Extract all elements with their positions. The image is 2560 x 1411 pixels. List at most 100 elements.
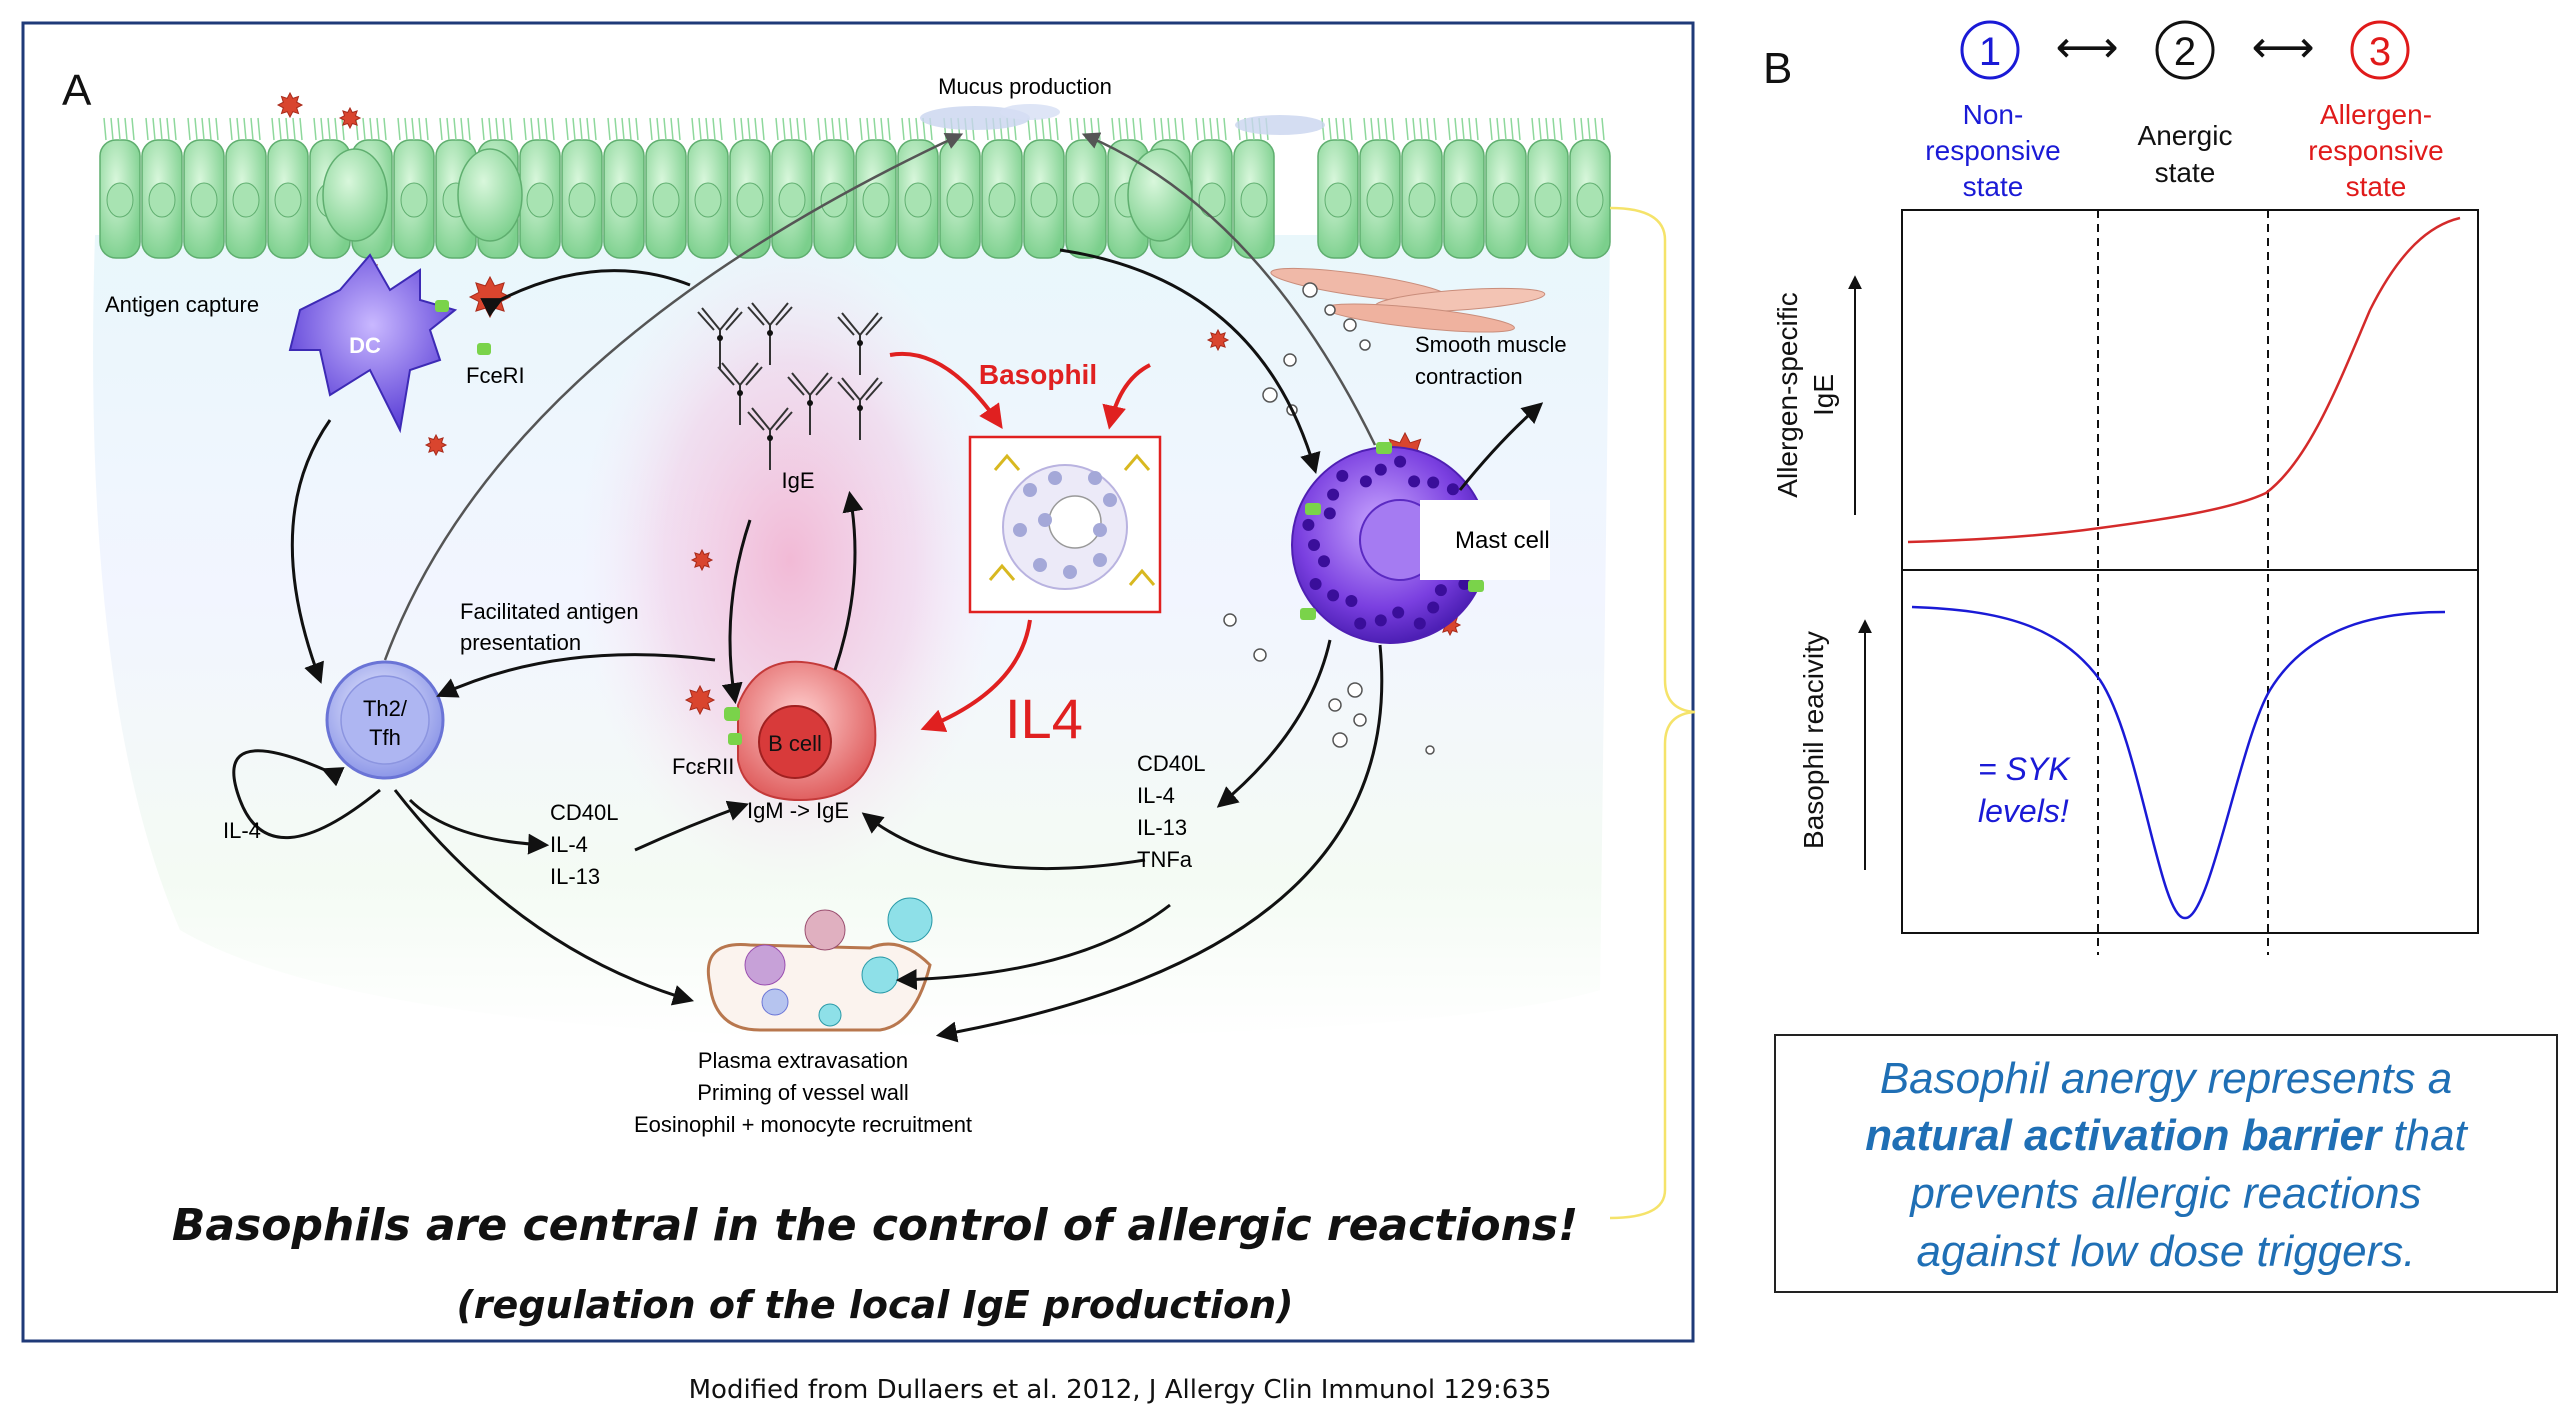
state-2: 2 Anergic state [2138, 20, 2233, 188]
label-dc: DC [349, 333, 381, 358]
blood-vessel [706, 897, 933, 1032]
label-antigen-capture: Antigen capture [105, 292, 259, 317]
label-right-tnfa: TNFa [1137, 847, 1193, 872]
panel-a-letter: A [62, 66, 92, 115]
arrow-ige-to-basophil [889, 351, 1003, 429]
arrow-dc-to-th2 [290, 419, 332, 684]
mast-label-bg [1420, 500, 1550, 580]
plot-frame [1901, 209, 2479, 934]
ylabel-top-2: IgE [1808, 374, 1839, 416]
label-facilitated-1: Facilitated antigen [460, 599, 639, 624]
conclusion-line-2: natural activation barrier that [1865, 1111, 2468, 1160]
conclusion-line-4: against low dose triggers. [1917, 1227, 2416, 1276]
subheadline: (regulation of the local IgE production) [456, 1283, 1293, 1327]
arrow-bcell-to-ige [833, 490, 864, 671]
label-ige: IgE [781, 468, 814, 493]
bracket [1609, 206, 1696, 1220]
label-plasma-3: Eosinophil + monocyte recruitment [634, 1112, 972, 1137]
smooth-muscle-cells [1270, 267, 1546, 333]
curve-allergen-ige [1907, 216, 2461, 544]
arrow-th2-to-vessel [393, 789, 695, 1006]
label-left-cd40l: CD40L [550, 800, 618, 825]
syk-note-1: = SYK [1978, 751, 2071, 787]
epithelium-layer [99, 117, 1611, 259]
arrow-cytokines-to-vessel [895, 903, 1171, 991]
panel-b-letter: B [1763, 44, 1792, 93]
arrow-th2-to-mucus [383, 133, 964, 661]
arrow-mast-to-mucus [1081, 132, 1377, 446]
arrow-basophil-il4 [920, 619, 1032, 733]
curve-basophil-reactivity [1911, 605, 2446, 920]
arrow-th2-to-cytokines [408, 798, 550, 855]
state-3-label-a: Allergen- [2320, 99, 2432, 130]
conclusion-line-1: Basophil anergy represents a [1880, 1054, 2452, 1103]
label-th2: Th2/ [363, 696, 408, 721]
state-2-number: 2 [2174, 30, 2196, 74]
conclusion-bold: natural activation barrier [1865, 1111, 2384, 1160]
label-il4-big: IL4 [1005, 687, 1083, 750]
th2-tfh-cell: Th2/ Tfh [325, 660, 445, 780]
arrow-ige-to-dc [480, 269, 691, 317]
label-basophil: Basophil [979, 359, 1097, 390]
arrow-mast-cytokines-to-bcell [861, 812, 1146, 871]
headline: Basophils are central in the control of … [172, 1200, 1578, 1251]
state-1-label-c: state [1963, 171, 2024, 202]
syk-note-2: levels! [1978, 793, 2069, 829]
dendritic-cell: DC [288, 253, 491, 434]
arrow-mast-to-cytokines [1216, 639, 1332, 808]
state-1-label-b: responsive [1925, 135, 2060, 166]
arrow-ige-to-mast [1059, 248, 1321, 475]
ylabel-bottom: Basophil reacivity [1798, 631, 1829, 849]
state-2-label-b: state [2155, 157, 2216, 188]
arrow-mast-to-vessel [935, 644, 1384, 1043]
state-1-number: 1 [1979, 30, 2001, 74]
ylabel-top-1: Allergen-specific [1772, 292, 1803, 497]
arrow-cytokines-to-bcell [634, 800, 749, 852]
arrow-il4-loop [232, 749, 381, 840]
conclusion-line-3: prevents allergic reactions [1908, 1169, 2421, 1218]
pathway-arrows [232, 132, 1544, 1043]
state-1: 1 Non- responsive state [1925, 20, 2061, 202]
label-left-il4: IL-4 [550, 832, 588, 857]
state-3-number: 3 [2369, 30, 2391, 74]
conclusion-line-2-rest: that [2381, 1111, 2468, 1160]
label-plasma-1: Plasma extravasation [698, 1048, 908, 1073]
state-3-label-b: responsive [2308, 135, 2443, 166]
secreted-vesicles [1223, 282, 1435, 755]
state-3-label-c: state [2346, 171, 2407, 202]
citation: Modified from Dullaers et al. 2012, J Al… [689, 1375, 1552, 1405]
label-plasma-2: Priming of vessel wall [697, 1080, 909, 1105]
label-right-il4: IL-4 [1137, 783, 1175, 808]
state-1-label-a: Non- [1963, 99, 2024, 130]
arrow-antigen-to-basophil [1102, 363, 1151, 430]
label-fcerii: FcεRII [672, 754, 734, 779]
label-fceri: FceRI [466, 363, 525, 388]
conclusion-box [1774, 1034, 2558, 1293]
label-mucus-production: Mucus production [938, 74, 1112, 99]
label-b-cell: B cell [768, 731, 822, 756]
label-contraction: contraction [1415, 364, 1523, 389]
label-left-il13: IL-13 [550, 864, 600, 889]
label-facilitated-2: presentation [460, 630, 581, 655]
label-igm-ige: IgM -> IgE [747, 798, 849, 823]
label-right-il13: IL-13 [1137, 815, 1187, 840]
panel-a: A Mucus production DC Antigen capture Fc… [21, 21, 1696, 1343]
panel-b: B 1 Non- responsive state ⟷ 2 Anergic st… [1763, 20, 2558, 1293]
b-cell: B cell [724, 660, 877, 802]
arrow-1-2-icon: ⟷ [2055, 22, 2118, 73]
label-smooth-muscle: Smooth muscle [1415, 332, 1567, 357]
mucus-blobs [920, 104, 1325, 135]
ige-antibodies [697, 302, 883, 470]
label-il4-small: IL-4 [223, 818, 261, 843]
state-2-label-a: Anergic [2138, 120, 2233, 151]
label-tfh: Tfh [369, 725, 401, 750]
basophil-red-arrows [889, 351, 1151, 733]
state-3: 3 Allergen- responsive state [2308, 20, 2444, 202]
arrow-mast-to-muscle [1458, 402, 1544, 491]
arrow-2-3-icon: ⟷ [2251, 22, 2314, 73]
arrow-facilitated-presentation [436, 653, 716, 698]
arrow-ige-to-bcell [721, 519, 752, 705]
basophil-box [968, 435, 1162, 614]
label-right-cd40l: CD40L [1137, 751, 1205, 776]
